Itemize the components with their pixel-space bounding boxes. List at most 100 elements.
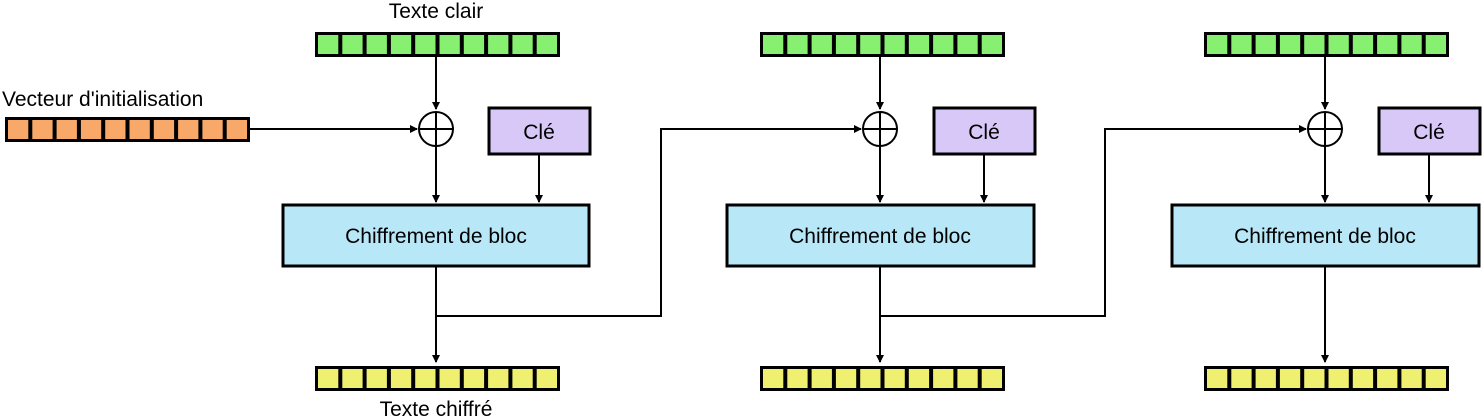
- key-box: [1377, 106, 1482, 156]
- block-cell: [415, 369, 436, 388]
- block-cell: [1352, 369, 1374, 388]
- iv-label: Vecteur d'initialisation: [2, 88, 203, 111]
- block-cipher-label: Chiffrement de bloc: [789, 225, 971, 248]
- chain-connector-2: [880, 125, 1307, 317]
- block-cell: [1401, 369, 1422, 388]
- block-cell: [226, 120, 247, 139]
- chain-connector-1: [436, 125, 862, 317]
- block-cell: [415, 35, 436, 54]
- block-cell: [129, 120, 150, 139]
- key-label: Clé: [968, 121, 1000, 144]
- block-cell: [1425, 369, 1446, 388]
- block-cell: [80, 120, 102, 139]
- block-cell: [488, 35, 509, 54]
- block-cell: [1207, 369, 1228, 388]
- block-cell: [463, 35, 485, 54]
- block-cell: [787, 35, 808, 54]
- block-cell: [1377, 369, 1398, 388]
- block-cell: [366, 369, 387, 388]
- block-cell: [933, 369, 954, 388]
- block-cell: [1352, 35, 1374, 54]
- block-cell: [390, 35, 412, 54]
- block-cell: [439, 369, 460, 388]
- block-cell: [835, 35, 857, 54]
- block-cell: [512, 369, 533, 388]
- xor-icon: [418, 111, 454, 147]
- block-cell: [1377, 35, 1398, 54]
- block-cipher-box: [1170, 203, 1481, 268]
- block-cell: [981, 35, 1002, 54]
- block-cell: [884, 35, 905, 54]
- block-cell: [908, 35, 930, 54]
- block-cell: [860, 35, 881, 54]
- block-cell: [512, 35, 533, 54]
- block-cell: [1279, 35, 1301, 54]
- ciphertext-block: [1204, 366, 1449, 391]
- block-cell: [1328, 369, 1349, 388]
- block-cell: [860, 369, 881, 388]
- block-cell: [463, 369, 485, 388]
- stage-2: Clé Chiffrement de bloc: [725, 32, 1037, 391]
- block-cell: [56, 120, 77, 139]
- block-cell: [1231, 35, 1252, 54]
- key-box: [932, 106, 1037, 156]
- block-cell: [342, 35, 363, 54]
- block-cipher-label: Chiffrement de bloc: [1234, 225, 1416, 248]
- plaintext-block: [760, 32, 1005, 57]
- xor-icon: [1307, 111, 1343, 147]
- block-cell: [439, 35, 460, 54]
- block-cell: [908, 369, 930, 388]
- block-cell: [536, 369, 557, 388]
- block-cell: [390, 369, 412, 388]
- block-cipher-box: [281, 203, 591, 268]
- block-cell: [933, 35, 954, 54]
- block-cell: [178, 120, 199, 139]
- block-cell: [342, 369, 363, 388]
- block-cell: [1304, 369, 1325, 388]
- block-cell: [1304, 35, 1325, 54]
- key-label: Clé: [523, 121, 555, 144]
- plaintext-label: Texte clair: [389, 0, 484, 23]
- ciphertext-block: [315, 366, 560, 391]
- block-cell: [8, 120, 29, 139]
- iv-block: [5, 117, 250, 142]
- block-cell: [787, 369, 808, 388]
- plaintext-block: [1204, 32, 1449, 57]
- key-label: Clé: [1413, 121, 1445, 144]
- block-cell: [536, 35, 557, 54]
- block-cell: [318, 369, 339, 388]
- block-cell: [366, 35, 387, 54]
- stage-1: Clé Chiffrement de bloc: [281, 32, 592, 391]
- block-cell: [957, 35, 978, 54]
- block-cipher-box: [725, 203, 1036, 268]
- block-cell: [835, 369, 857, 388]
- block-cell: [884, 369, 905, 388]
- block-cell: [763, 369, 784, 388]
- block-cell: [105, 120, 126, 139]
- block-cell: [318, 35, 339, 54]
- block-cell: [32, 120, 53, 139]
- block-cell: [763, 35, 784, 54]
- block-cell: [1255, 35, 1276, 54]
- block-cell: [202, 120, 223, 139]
- block-cell: [153, 120, 175, 139]
- block-cell: [1328, 35, 1349, 54]
- plaintext-block: [315, 32, 560, 57]
- block-cell: [811, 369, 832, 388]
- block-cell: [957, 369, 978, 388]
- ciphertext-block: [760, 366, 1005, 391]
- block-cell: [1255, 369, 1276, 388]
- block-cell: [1231, 369, 1252, 388]
- xor-icon: [862, 111, 898, 147]
- block-cell: [981, 369, 1002, 388]
- block-cell: [1279, 369, 1301, 388]
- stage-3: Clé Chiffrement de bloc: [1170, 32, 1482, 391]
- block-cipher-label: Chiffrement de bloc: [345, 225, 527, 248]
- block-cell: [488, 369, 509, 388]
- block-cell: [1207, 35, 1228, 54]
- block-cell: [1425, 35, 1446, 54]
- ciphertext-label: Texte chiffré: [380, 398, 493, 419]
- block-cell: [811, 35, 832, 54]
- block-cell: [1401, 35, 1422, 54]
